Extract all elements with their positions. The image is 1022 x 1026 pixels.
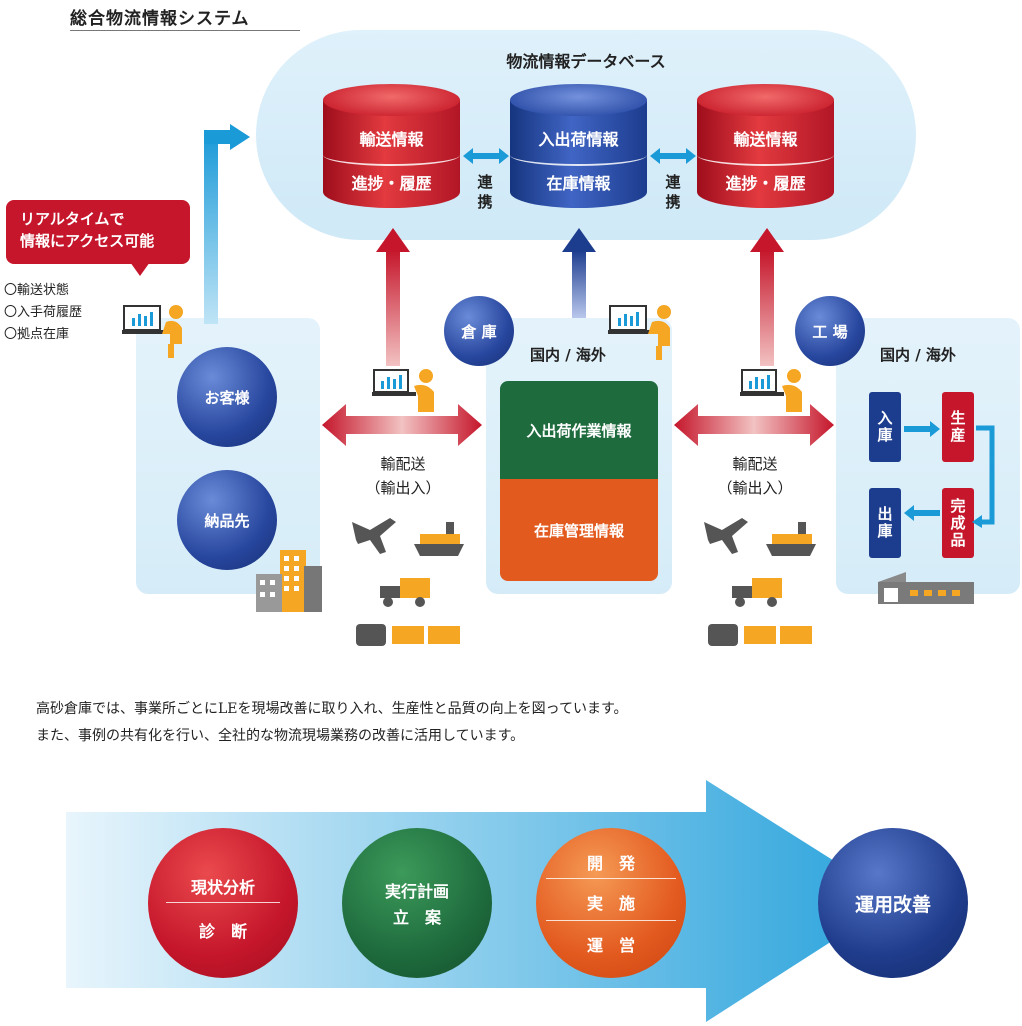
- link-arrow-left-icon: [463, 148, 509, 164]
- truck-icon: [380, 578, 430, 607]
- building-icon: [256, 550, 322, 612]
- step3-item: 開 発: [586, 854, 635, 873]
- factory-building-icon: [878, 572, 974, 604]
- train-icon: [708, 624, 812, 646]
- paragraph-line-1: 高砂倉庫では、事業所ごとにLEを現場改善に取り入れ、生産性と品質の向上を図ってい…: [36, 701, 628, 717]
- process-step-planning: 実行計画 立 案: [342, 828, 492, 978]
- factory-box-receiving: 入庫: [869, 392, 901, 462]
- database-title: 物流情報データベース: [506, 52, 666, 71]
- callout-line-2: 情報にアクセス可能: [20, 232, 155, 250]
- database-cylinder-transport-left: 輸送情報 進捗・履歴: [323, 84, 460, 224]
- process-step-improvement: 運用改善: [818, 828, 968, 978]
- cylinder-label-1: 輸送情報: [359, 130, 424, 149]
- delivery-circle: 納品先: [177, 470, 277, 570]
- cylinder-label-2: 進捗・履歴: [351, 174, 432, 193]
- factory-box-finished: 完成品: [942, 488, 974, 558]
- factory-region: 国内 / 海外: [880, 346, 956, 364]
- factory-panel: [836, 318, 1020, 594]
- laptop-user-icon: [608, 305, 671, 360]
- transport-line-1: 輸配送: [732, 455, 778, 473]
- database-cylinder-transport-right: 輸送情報 進捗・履歴: [697, 84, 834, 224]
- warehouse-region: 国内 / 海外: [530, 346, 606, 364]
- step3-item: 実 施: [586, 894, 635, 913]
- truck-icon: [732, 578, 782, 607]
- list-item: 〇輸送状態: [4, 283, 70, 298]
- list-item: 〇入手荷履歴: [4, 305, 83, 320]
- callout-tail: [130, 262, 150, 276]
- up-arrow-blue-icon: [562, 228, 596, 318]
- transport-line-1: 輸配送: [380, 455, 426, 473]
- up-arrow-red-right-icon: [750, 228, 784, 366]
- step3-divider: [546, 920, 676, 921]
- transport-line-2: （輸出入）: [365, 479, 441, 497]
- page-title: 総合物流情報システム: [70, 9, 250, 29]
- access-info-list: 〇輸送状態 〇入手荷履歴 〇拠点在庫: [4, 280, 82, 346]
- step2-top: 実行計画: [384, 882, 449, 901]
- link-label-left: 連携: [477, 173, 493, 211]
- description-paragraph: 高砂倉庫では、事業所ごとにLEを現場改善に取り入れ、生産性と品質の向上を図ってい…: [36, 696, 996, 750]
- process-step-analysis: 現状分析 診 断: [148, 828, 298, 978]
- realtime-callout: リアルタイムで 情報にアクセス可能: [6, 200, 190, 264]
- step1-divider: [166, 902, 280, 903]
- airplane-icon: [352, 518, 396, 554]
- laptop-user-icon: [740, 369, 802, 412]
- step1-bottom: 診 断: [198, 922, 247, 941]
- link-arrow-right-icon: [650, 148, 696, 164]
- laptop-user-icon: [372, 369, 434, 412]
- link-label-right: 連携: [665, 173, 681, 211]
- factory-box-shipping: 出庫: [869, 488, 901, 558]
- step1-top: 現状分析: [190, 878, 255, 897]
- transport-line-2: （輸出入）: [717, 479, 793, 497]
- cylinder-label-1: 輸送情報: [733, 130, 798, 149]
- factory-box-production: 生産: [942, 392, 974, 462]
- warehouse-badge: 倉 庫: [444, 296, 514, 366]
- laptop-user-icon: [122, 305, 183, 358]
- step2-bottom: 立 案: [392, 908, 441, 927]
- customer-up-arrow-icon: [204, 124, 250, 324]
- inventory-management-box: 在庫管理情報: [500, 479, 658, 581]
- list-item: 〇拠点在庫: [4, 327, 70, 342]
- transport-vehicles-left-icon: [352, 518, 464, 646]
- step3-divider: [546, 878, 676, 879]
- transport-vehicles-right-icon: [704, 518, 816, 646]
- transport-label-left: 輸配送 （輸出入）: [348, 452, 458, 500]
- airplane-icon: [704, 518, 748, 554]
- ship-icon: [766, 522, 816, 556]
- train-icon: [356, 624, 460, 646]
- transport-double-arrow-right-icon: [674, 404, 834, 446]
- ship-icon: [414, 522, 464, 556]
- paragraph-line-2: また、事例の共有化を行い、全社的な物流現場業務の改善に活用しています。: [36, 728, 525, 744]
- customer-circle: お客様: [177, 347, 277, 447]
- cylinder-label-1: 入出荷情報: [538, 130, 619, 149]
- factory-flow-arrows-icon: [904, 421, 995, 528]
- cylinder-label-2: 進捗・履歴: [725, 174, 806, 193]
- transport-label-right: 輸配送 （輸出入）: [700, 452, 810, 500]
- database-cylinder-inventory: 入出荷情報 在庫情報: [510, 84, 647, 224]
- factory-badge: 工 場: [795, 296, 865, 366]
- step3-item: 運 営: [586, 936, 635, 955]
- process-step-execution: 開 発 実 施 運 営: [536, 828, 686, 978]
- up-arrow-red-left-icon: [376, 228, 410, 366]
- transport-double-arrow-left-icon: [322, 404, 482, 446]
- title-underline: [70, 30, 300, 31]
- cylinder-label-2: 在庫情報: [546, 174, 611, 193]
- shipping-work-info-box: 入出荷作業情報: [500, 381, 658, 479]
- callout-line-1: リアルタイムで: [20, 210, 125, 228]
